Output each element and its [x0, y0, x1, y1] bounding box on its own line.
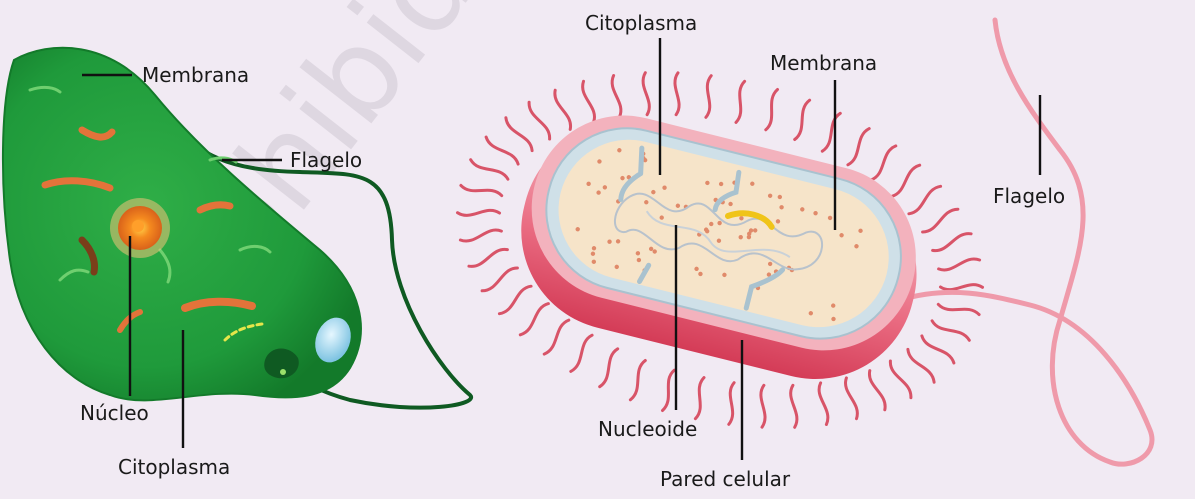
pilus [612, 76, 621, 118]
pilus [695, 378, 704, 419]
label-nucleoide: Nucleoide [598, 417, 697, 441]
pilus [923, 209, 958, 232]
label-membrana-left: Membrana [142, 63, 249, 87]
label-citoplasma-left: Citoplasma [118, 455, 230, 479]
pilus [461, 185, 502, 195]
pilus [766, 90, 778, 130]
pilus [761, 385, 765, 427]
pilus [482, 268, 517, 291]
pilus [909, 186, 941, 214]
pilus [571, 335, 592, 371]
pilus [643, 73, 649, 115]
pilus [819, 383, 828, 425]
pilus [908, 349, 934, 382]
pilus [506, 118, 532, 151]
pilus [845, 378, 857, 419]
pilus [890, 361, 911, 398]
pilus [933, 234, 972, 251]
pilus [932, 321, 969, 341]
bacterium [458, 20, 1152, 464]
label-pared-celular: Pared celular [660, 467, 791, 491]
pilus [941, 285, 983, 290]
label-flagelo-left: Flagelo [290, 148, 362, 172]
pilus [729, 383, 734, 425]
pilus [795, 100, 810, 139]
pilus [529, 102, 550, 139]
pilus [499, 286, 531, 314]
label-nucleo: Núcleo [80, 401, 149, 425]
pilus [939, 259, 980, 270]
pilus [469, 249, 508, 266]
pilus [791, 385, 797, 427]
pilus [871, 146, 896, 180]
pilus [458, 210, 500, 215]
pilus [736, 81, 745, 122]
pilus [600, 349, 618, 387]
pilus [583, 81, 595, 122]
pilus [520, 304, 548, 335]
label-flagelo-right: Flagelo [993, 184, 1065, 208]
label-membrana-right: Membrana [770, 51, 877, 75]
bacterium-flagellum [900, 20, 1152, 464]
pilus [675, 73, 679, 115]
pilus [922, 336, 954, 363]
pilus [706, 76, 711, 118]
pilus [544, 320, 569, 354]
pilus [471, 160, 508, 180]
pilus [938, 304, 979, 314]
protist-eyespot [280, 369, 286, 375]
pilus [869, 371, 885, 410]
protist-nucleolus [132, 220, 144, 232]
pilus [486, 137, 518, 164]
pilus [630, 361, 645, 400]
pilus [822, 113, 840, 151]
pilus [663, 370, 675, 410]
pilus [460, 230, 501, 241]
label-citoplasma-right: Citoplasma [585, 11, 697, 35]
pilus [848, 129, 869, 165]
pilus [555, 90, 571, 129]
pilus [892, 165, 920, 196]
